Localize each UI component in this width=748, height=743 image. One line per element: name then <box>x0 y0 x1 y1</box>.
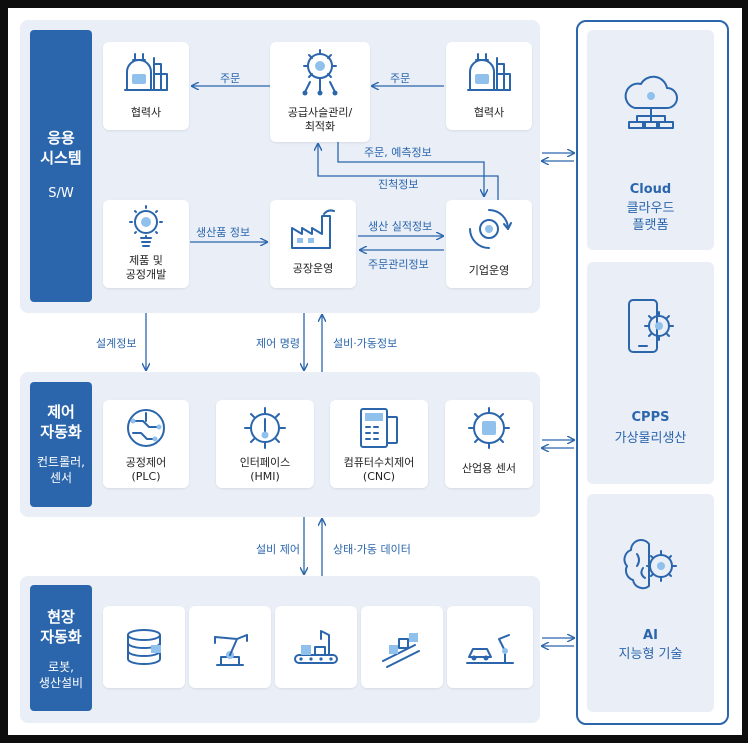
control-label: 제어 자동화 컨트롤러, 센서 <box>30 382 92 507</box>
flow-equipment-control: 설비 제어 <box>256 543 300 556</box>
network-gear-icon <box>302 49 338 96</box>
ai-subtitle: 지능형 기술 <box>618 647 683 662</box>
partner-right-label: 협력사 <box>473 106 505 119</box>
calculator-device-icon <box>360 408 398 448</box>
brain-gear-icon <box>623 539 677 590</box>
flow-equipment-info: 설비·가동정보 <box>333 337 398 350</box>
factory-ops-card: 공장운영 <box>270 200 356 288</box>
scm-card: 공급사슬관리/ 최적화 <box>270 42 370 142</box>
cloud-card: Cloud 클라우드 플랫폼 <box>587 30 714 250</box>
ai-card: AI 지능형 기술 <box>587 494 714 712</box>
flow-order-left: 주문 <box>220 72 241 85</box>
flow-status-data: 상태·가동 데이터 <box>333 543 411 556</box>
field-label: 현장 자동화 로봇, 생산설비 <box>30 585 92 711</box>
cpps-title: CPPS <box>631 410 670 425</box>
cnc-card: 컴퓨터수치제어 (CNC) <box>330 400 428 488</box>
flow-arrows <box>8 8 742 735</box>
field-card-assembly <box>275 606 357 688</box>
gear-cycle-icon <box>469 209 512 249</box>
field-card-server <box>103 606 185 688</box>
arrow-order-forecast <box>337 142 484 196</box>
flow-product-info: 생산품 정보 <box>196 226 251 239</box>
factory-icon <box>291 209 335 249</box>
factory-ops-label: 공장운영 <box>292 262 334 275</box>
refinery-icon <box>124 53 168 91</box>
flow-progress: 진척정보 <box>378 178 419 191</box>
field-subtitle: 로봇, 생산설비 <box>38 660 84 690</box>
cloud-title: Cloud <box>629 182 672 197</box>
partner-left-card: 협력사 <box>103 42 189 130</box>
cpps-subtitle: 가상물리생산 <box>614 431 687 446</box>
flow-order-right: 주문 <box>390 72 411 85</box>
flow-order-forecast: 주문, 예측정보 <box>364 146 432 159</box>
cloud-subtitle: 클라우드 플랫폼 <box>626 201 675 233</box>
hmi-label: 인터페이스 (HMI) <box>239 456 291 483</box>
sensor-card: 산업용 센서 <box>445 400 533 488</box>
chip-gear-icon <box>468 407 510 449</box>
assembly-line-icon <box>294 630 338 664</box>
car-assembly-icon <box>466 634 514 664</box>
circuit-icon <box>127 409 165 447</box>
flow-control-cmd: 제어 명령 <box>256 337 300 350</box>
flow-design-info: 설계정보 <box>96 337 137 350</box>
phone-gear-icon <box>628 299 674 353</box>
plc-label: 공정제어 (PLC) <box>125 456 167 483</box>
arrow-progress <box>318 144 499 200</box>
application-subtitle: S/W <box>48 186 74 201</box>
flow-production-info: 생산 실적정보 <box>368 220 433 233</box>
robot-arm-icon <box>214 634 248 666</box>
field-title: 현장 자동화 <box>40 608 82 646</box>
cloud-server-icon <box>624 75 678 129</box>
cnc-label: 컴퓨터수치제어 (CNC) <box>343 456 415 483</box>
partner-left-label: 협력사 <box>130 106 162 119</box>
lightbulb-gear-icon <box>129 205 163 247</box>
control-subtitle: 컨트롤러, 센서 <box>37 455 85 485</box>
refinery-icon <box>467 53 511 91</box>
field-card-robot <box>189 606 271 688</box>
scm-label: 공급사슬관리/ 최적화 <box>287 106 353 133</box>
product-dev-card: 제품 및 공정개발 <box>103 200 189 288</box>
gear-wrench-icon <box>244 407 286 449</box>
field-card-conveyor <box>361 606 443 688</box>
hmi-card: 인터페이스 (HMI) <box>216 400 314 488</box>
diagram-canvas: 응용 시스템 S/W 협력사 공급사슬관리/ 최적화 <box>8 8 742 735</box>
flow-order-mgmt: 주문관리정보 <box>368 258 429 271</box>
server-stack-icon <box>127 629 161 665</box>
plc-card: 공정제어 (PLC) <box>103 400 189 488</box>
cpps-card: CPPS 가상물리생산 <box>587 262 714 484</box>
application-label: 응용 시스템 S/W <box>30 30 92 302</box>
enterprise-ops-label: 기업운영 <box>468 264 510 277</box>
enterprise-ops-card: 기업운영 <box>446 200 532 288</box>
field-card-car <box>447 606 533 688</box>
sensor-label: 산업용 센서 <box>461 462 517 475</box>
conveyor-boxes-icon <box>382 633 420 668</box>
application-title: 응용 시스템 <box>40 129 82 167</box>
partner-right-card: 협력사 <box>446 42 532 130</box>
control-title: 제어 자동화 <box>40 403 82 441</box>
product-dev-label: 제품 및 공정개발 <box>125 254 167 281</box>
ai-title: AI <box>643 628 658 643</box>
